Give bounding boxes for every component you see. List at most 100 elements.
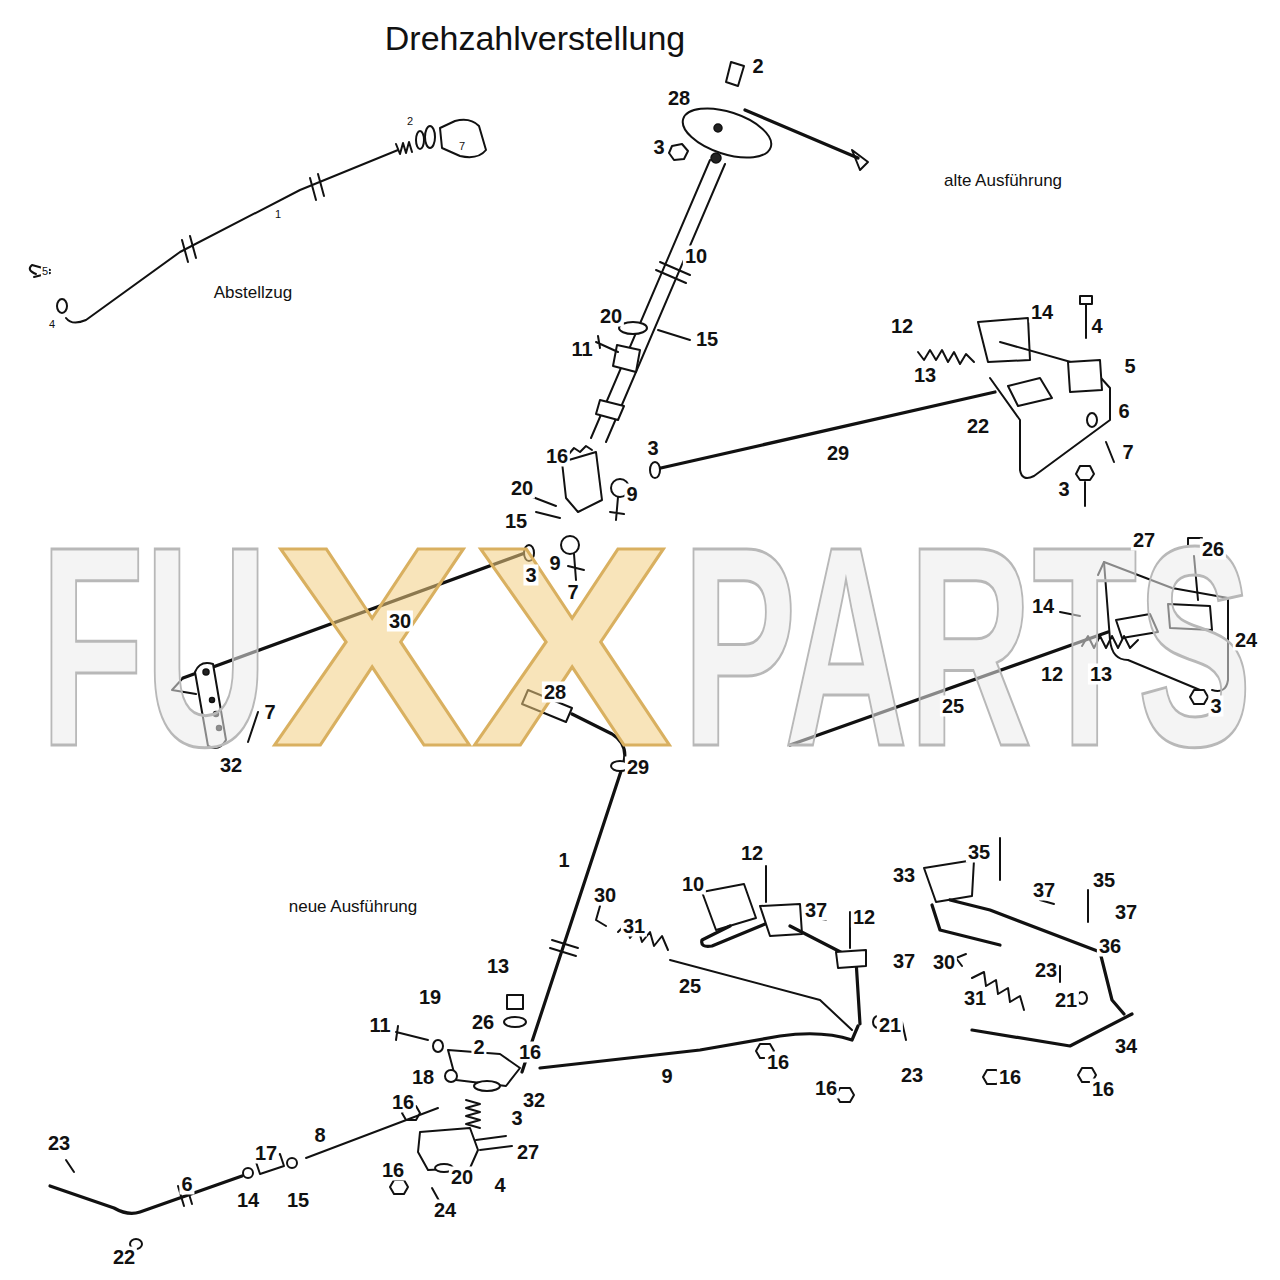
callout-number: 28 — [666, 88, 692, 109]
new-linkage-illustration — [445, 1070, 457, 1082]
callout-number: 13 — [485, 956, 511, 977]
callout-number: 2 — [471, 1037, 486, 1058]
diagram-title: Drehzahlverstellung — [382, 19, 689, 58]
old-hand-lever-illustration — [217, 726, 222, 731]
callout-number: 12 — [1039, 664, 1065, 685]
old-hand-lever-illustration — [568, 446, 592, 455]
callout-number: 24 — [1233, 630, 1259, 651]
callout-number: 37 — [1113, 902, 1139, 923]
callout-number: 29 — [625, 757, 651, 778]
old-hand-lever-illustration — [172, 62, 995, 748]
callout-number: 23 — [46, 1133, 72, 1154]
callout-number: 30 — [931, 952, 957, 973]
callout-number: 12 — [851, 907, 877, 928]
callout-number: 25 — [940, 696, 966, 717]
callout-number: 11 — [367, 1015, 392, 1036]
callout-number: 16 — [544, 446, 570, 467]
old-hand-lever-illustration — [714, 124, 722, 132]
callout-number: 37 — [803, 900, 829, 921]
old-hand-lever-illustration — [195, 663, 226, 748]
old-pedal-illustration — [1085, 300, 1087, 338]
callout-number: 20 — [509, 478, 535, 499]
old-hand-lever-illustration — [677, 99, 777, 167]
new-linkage-illustration — [306, 1108, 438, 1158]
callout-number: 2 — [750, 56, 765, 77]
callout-number: 19 — [417, 987, 443, 1008]
old-pedal-illustration — [1168, 604, 1212, 630]
callout-number: 21 — [1053, 990, 1079, 1011]
callout-number: 17 — [253, 1143, 279, 1164]
callout-number: 22 — [965, 416, 991, 437]
old-pedal-illustration — [790, 538, 1228, 745]
callout-number: 23 — [899, 1065, 925, 1086]
new-pedal-illustration — [932, 905, 1000, 945]
stop-cable-illustration — [396, 142, 412, 154]
old-hand-lever-illustration — [711, 153, 721, 163]
new-linkage-illustration — [50, 690, 858, 1249]
old-pedal-illustration — [1116, 614, 1158, 638]
new-linkage-illustration — [287, 1158, 297, 1168]
callout-number: 4 — [492, 1175, 507, 1196]
callout-number: 3 — [645, 438, 660, 459]
callout-number: 35 — [1091, 870, 1117, 891]
callout-number: 11 — [569, 339, 594, 360]
callout-number: 8 — [312, 1125, 327, 1146]
new-linkage-illustration — [66, 1160, 74, 1172]
old-hand-lever-illustration — [652, 392, 995, 470]
new-pedal-illustration — [760, 904, 802, 936]
new-pedal-illustration — [956, 954, 966, 966]
callout-number: 9 — [624, 484, 639, 505]
callout-number: 18 — [410, 1067, 436, 1088]
old-hand-lever-illustration — [248, 712, 258, 742]
old-hand-lever-illustration — [591, 160, 725, 442]
old-pedal-illustration — [1008, 378, 1052, 406]
old-hand-lever-illustration — [650, 462, 660, 478]
old-hand-lever-illustration — [596, 336, 618, 352]
new-linkage-illustration — [396, 1026, 428, 1040]
callout-number: 5 — [1122, 356, 1137, 377]
new-linkage-illustration — [550, 940, 578, 956]
callout-number: 13 — [1088, 664, 1114, 685]
callout-number: 12 — [739, 843, 765, 864]
new-pedal-illustration — [1059, 966, 1061, 982]
callout-number: 37 — [891, 951, 917, 972]
callout-number: 32 — [521, 1090, 547, 1111]
callout-number: 14 — [1030, 596, 1056, 617]
new-pedal-illustration — [702, 922, 770, 946]
callout-number: 16 — [390, 1092, 416, 1113]
callout-number: 3 — [523, 565, 538, 586]
old-pedal-illustration — [1076, 466, 1094, 480]
callout-number: 1 — [556, 850, 571, 871]
stop-cable-illustration — [440, 120, 486, 157]
callout-number: 3 — [651, 137, 666, 158]
stop-cable-illustration — [310, 174, 324, 200]
new-pedal-illustration — [702, 884, 756, 930]
stop-cable-illustration — [416, 131, 424, 149]
callout-number: 14 — [235, 1190, 261, 1211]
callout-number: 29 — [825, 443, 851, 464]
callout-number: 32 — [218, 755, 244, 776]
callout-number: 16 — [1090, 1079, 1116, 1100]
callout-number: 27 — [515, 1142, 541, 1163]
callout-number: 20 — [598, 306, 624, 327]
stop-cable-illustration — [182, 236, 196, 262]
new-pedal-illustration — [596, 906, 606, 926]
callout-number: 15 — [285, 1190, 311, 1211]
old-hand-lever-illustration — [524, 545, 534, 561]
old-pedal-illustration — [1080, 296, 1092, 304]
new-linkage-illustration — [466, 1100, 480, 1128]
callout-number: 3 — [1056, 479, 1071, 500]
old-pedal-illustration — [918, 296, 1114, 506]
old-pedal-illustration — [1084, 482, 1086, 506]
new-pedal-illustration — [924, 860, 974, 902]
callout-number: 6 — [1116, 401, 1131, 422]
new-pedal-illustration — [972, 1014, 1132, 1046]
new-pedal-illustration — [836, 950, 866, 968]
callout-number: 23 — [1033, 960, 1059, 981]
old-pedal-illustration — [1106, 442, 1114, 462]
callout-number: 3 — [509, 1108, 524, 1129]
new-pedal-illustration — [950, 900, 1124, 1014]
stop-cable-illustration — [425, 126, 435, 148]
old-hand-lever-illustration — [203, 669, 209, 675]
new-pedal-illustration — [670, 960, 852, 1030]
